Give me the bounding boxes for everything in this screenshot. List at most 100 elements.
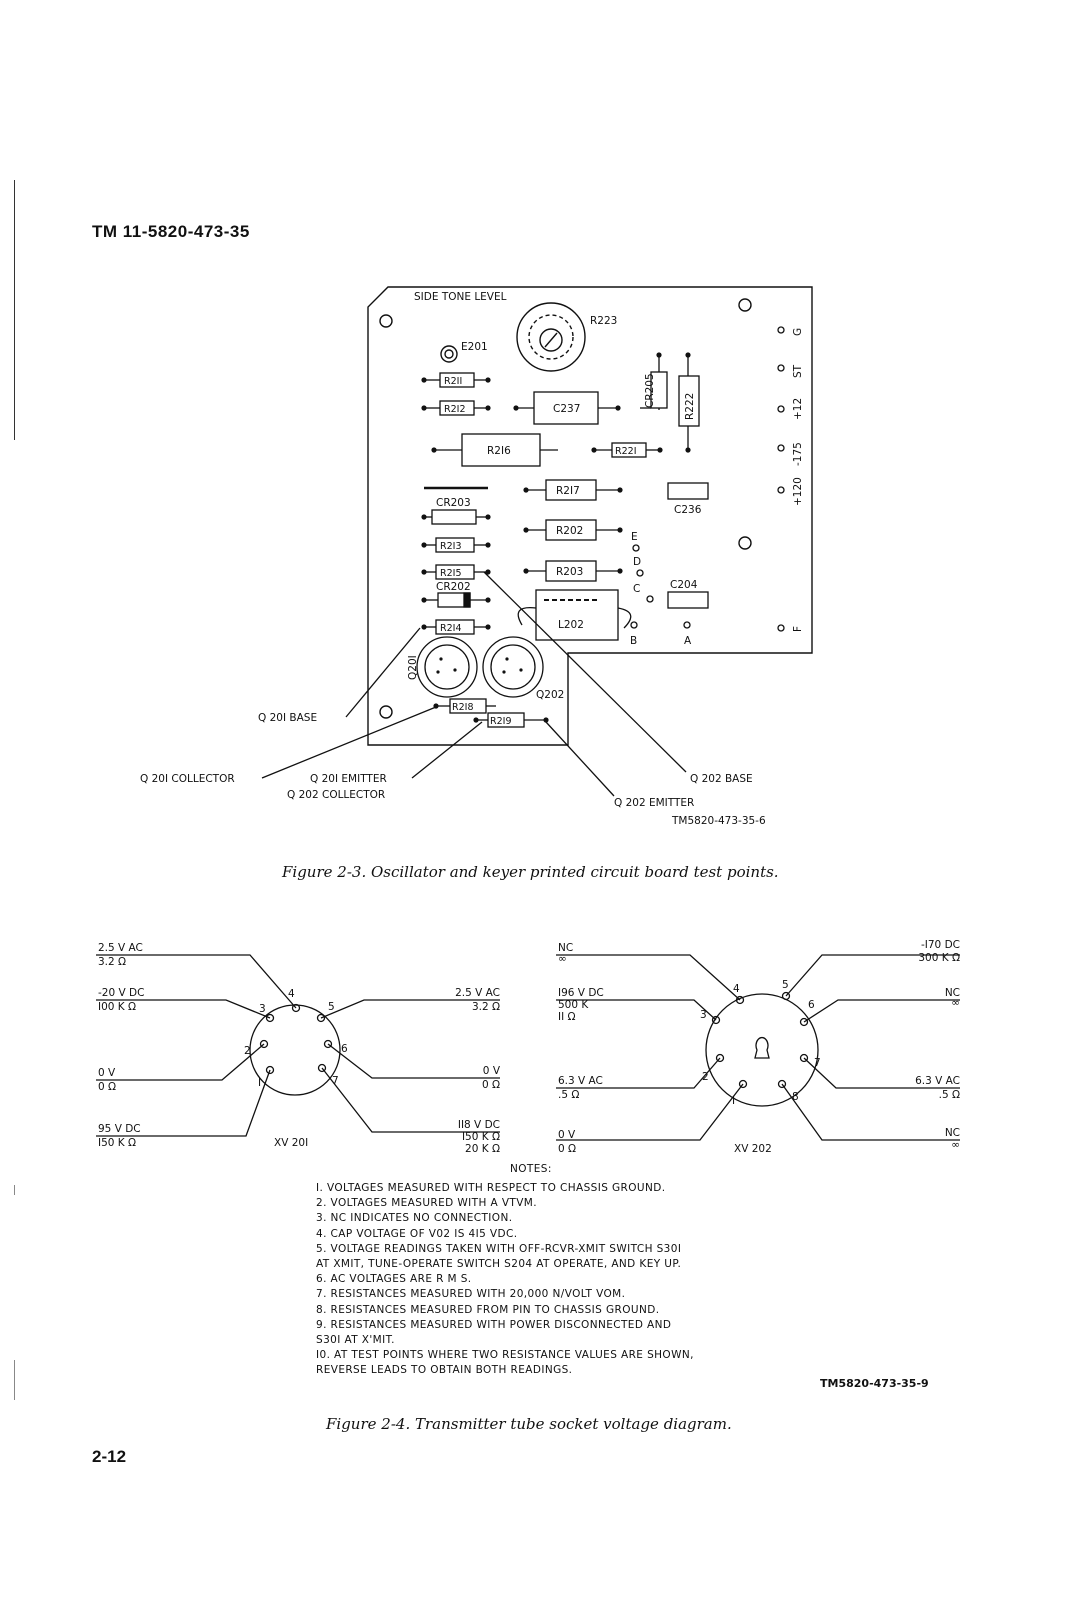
transistor-q201 <box>416 636 478 698</box>
diagram-label: I96 V DC <box>558 987 604 999</box>
diagram-label: 6 <box>808 999 815 1011</box>
diagram-label: 0 Ω <box>482 1079 500 1091</box>
diagram-label: 8 <box>792 1091 799 1103</box>
diagram-label: .5 Ω <box>939 1089 960 1101</box>
circuit-board-outline <box>367 286 813 746</box>
label-q202-base: Q 202 BASE <box>690 773 753 785</box>
diagram-label: 3 <box>700 1009 707 1021</box>
figure-2-4-caption: Figure 2-4. Transmitter tube socket volt… <box>326 1415 732 1433</box>
diagram-label: 4 <box>733 983 740 995</box>
mounting-hole <box>379 314 393 328</box>
note-item: 2. VOLTAGES MEASURED WITH A VTVM. <box>316 1197 537 1210</box>
diagram-label: 300 K Ω <box>918 952 960 964</box>
label-r216: R2I6 <box>487 445 511 457</box>
diagram-label: I00 K Ω <box>98 1001 136 1013</box>
label-xv201: XV 20I <box>274 1137 308 1149</box>
label-test-point-e: E <box>631 531 638 543</box>
diagram-label: .5 Ω <box>558 1089 579 1101</box>
label-cr202: CR202 <box>436 581 471 593</box>
label-test-point-d: D <box>633 556 641 568</box>
diagram-label: 0 Ω <box>98 1081 116 1093</box>
label-r215: R2I5 <box>440 568 462 579</box>
label-q201-emitter: Q 20I EMITTER <box>310 773 387 785</box>
label-r203: R203 <box>556 566 583 578</box>
diagram-label: 3.2 Ω <box>472 1001 500 1013</box>
diagram-label: 6.3 V AC <box>558 1075 603 1087</box>
diagram-label: I50 K Ω <box>462 1131 500 1143</box>
diagram-label: 5 <box>782 979 789 991</box>
label-r221: R22I <box>615 446 637 457</box>
mounting-hole <box>738 298 752 312</box>
label-r214: R2I4 <box>440 623 462 634</box>
page-margin-mark <box>14 1360 15 1400</box>
diagram-label: 2.5 V AC <box>455 987 500 999</box>
diagram-label: 3 <box>259 1003 266 1015</box>
diagram-label: ∞ <box>558 953 567 965</box>
label-e201: E201 <box>461 341 488 353</box>
label-side-tone-level: SIDE TONE LEVEL <box>414 291 507 303</box>
document-id: TM 11-5820-473-35 <box>92 222 250 241</box>
e201-terminal <box>440 345 458 363</box>
mounting-hole <box>738 536 752 550</box>
diagram-label: 3.2 Ω <box>98 956 126 968</box>
diagram-label: NC <box>558 942 573 954</box>
diagram-label: ∞ <box>951 997 960 1009</box>
diagram-label: 20 K Ω <box>465 1143 500 1155</box>
mounting-hole <box>379 705 393 719</box>
notes-title: NOTES: <box>510 1163 552 1175</box>
label-c236: C236 <box>674 504 702 516</box>
label-r211: R2II <box>444 376 462 387</box>
figure-2-3-ref: TM5820-473-35-6 <box>671 815 766 827</box>
diagram-label: 4 <box>288 988 295 1000</box>
diagram-label: 2.5 V AC <box>98 942 143 954</box>
label-q202-emitter: Q 202 EMITTER <box>614 797 694 809</box>
diagram-label: I <box>732 1095 735 1107</box>
diagram-label: II Ω <box>558 1011 576 1023</box>
figure-2-4-ref: TM5820-473-35-9 <box>820 1377 929 1390</box>
diagram-label: ∞ <box>951 1139 960 1151</box>
label-terminal-g: G <box>792 328 804 336</box>
transistor-q202 <box>482 636 544 698</box>
diagram-label: 7 <box>814 1057 821 1069</box>
label-r222: R222 <box>684 393 696 420</box>
diagram-label: 0 V <box>558 1129 576 1141</box>
diagram-label: NC <box>945 1127 960 1139</box>
page-margin-mark <box>14 1185 15 1195</box>
diagram-label: -I70 DC <box>921 939 960 951</box>
label-test-point-a: A <box>684 635 692 647</box>
note-item: 6. AC VOLTAGES ARE R M S. <box>316 1273 472 1286</box>
diagram-label: I <box>258 1077 261 1089</box>
label-terminal-st: ST <box>792 364 804 378</box>
label-r217: R2I7 <box>556 485 580 497</box>
diagram-label: 500 K <box>558 999 589 1011</box>
label-cr205: CR205 <box>644 373 656 408</box>
diagram-label: 95 V DC <box>98 1123 141 1135</box>
label-test-point-c: C <box>633 583 640 595</box>
label-r223: R223 <box>590 315 617 327</box>
label-l202: L202 <box>558 619 584 631</box>
diagram-label: 7 <box>332 1075 339 1087</box>
diagram-label: I50 K Ω <box>98 1137 136 1149</box>
label-xv202: XV 202 <box>734 1143 772 1155</box>
label-terminal-plus12: +12 <box>792 398 804 420</box>
diagram-label: 5 <box>328 1001 335 1013</box>
note-item: 3. NC INDICATES NO CONNECTION. <box>316 1212 513 1225</box>
socket-xv202 <box>705 993 819 1107</box>
label-q202: Q202 <box>536 689 564 701</box>
label-q201-collector: Q 20I COLLECTOR <box>140 773 235 785</box>
label-r218: R2I8 <box>452 702 474 713</box>
label-r202: R202 <box>556 525 583 537</box>
label-cr203: CR203 <box>436 497 471 509</box>
potentiometer-r223 <box>516 302 586 372</box>
diagram-label: 0 Ω <box>558 1143 576 1155</box>
diagram-label: 2 <box>702 1071 709 1083</box>
label-r219: R2I9 <box>490 716 512 727</box>
diagram-label: 0 V <box>98 1067 116 1079</box>
diagram-label: NC <box>945 987 960 999</box>
label-terminal-plus120: +120 <box>792 477 804 506</box>
note-item: I. VOLTAGES MEASURED WITH RESPECT TO CHA… <box>316 1182 666 1194</box>
label-q202-collector: Q 202 COLLECTOR <box>287 789 385 801</box>
figure-2-3-circuit-board: SIDE TONE LEVEL R223 E201 R2II R2I2 C237… <box>140 286 813 827</box>
label-q201-base: Q 20I BASE <box>258 712 317 724</box>
diagram-label: 0 V <box>483 1065 501 1077</box>
